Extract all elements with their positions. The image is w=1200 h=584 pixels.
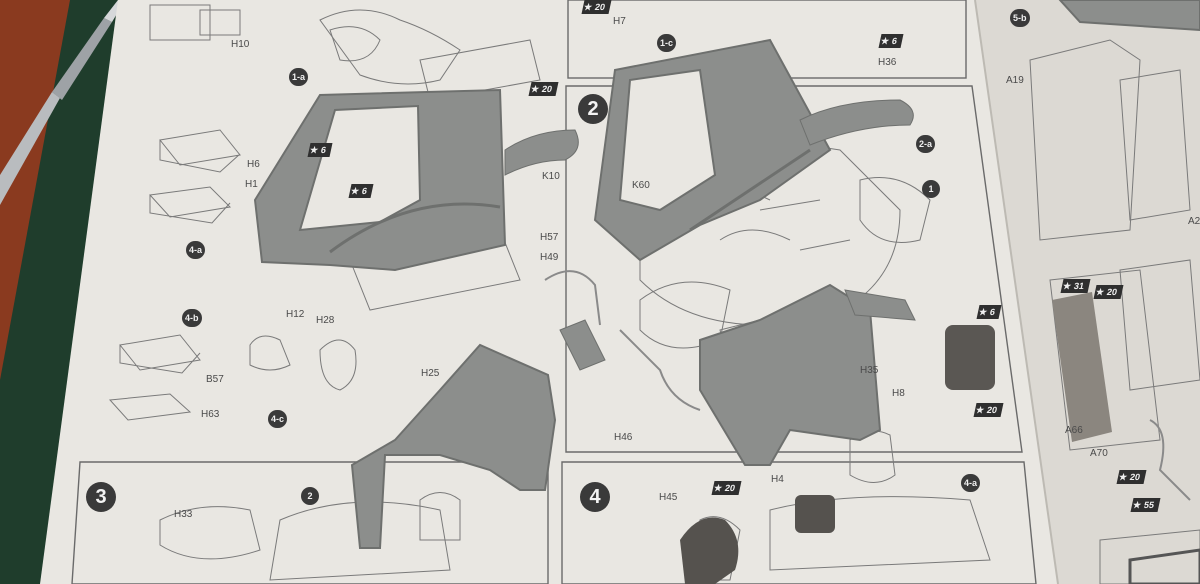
- sub-step-1c: 1-c: [657, 34, 677, 52]
- paint-tag-6-h36: 6: [878, 34, 904, 48]
- plastic-floor-panel: [350, 343, 557, 549]
- sub-step-4a-bottom: 4-a: [961, 474, 981, 492]
- paint-tag-31: 31: [1060, 279, 1091, 293]
- wire-parts: [544, 270, 1191, 501]
- paint-tag-6-door: 6: [307, 143, 333, 157]
- part-label-H7: H7: [613, 16, 626, 27]
- part-label-H6: H6: [247, 159, 260, 170]
- paint-tag-55: 55: [1130, 498, 1161, 512]
- step-number-4: 4: [580, 482, 610, 512]
- cutting-mat: [0, 0, 118, 584]
- part-label-H49: H49: [540, 252, 559, 263]
- part-label-H35: H35: [860, 365, 879, 376]
- part-label-H28: H28: [316, 315, 335, 326]
- sub-step-4c: 4-c: [268, 410, 288, 428]
- plastic-door-right: [593, 38, 832, 262]
- part-label-H57: H57: [540, 232, 559, 243]
- part-label-A19: A19: [1006, 75, 1024, 86]
- part-label-H63: H63: [201, 409, 220, 420]
- part-label-H36: H36: [878, 57, 897, 68]
- part-label-H4: H4: [771, 474, 784, 485]
- step-number-2: 2: [578, 94, 608, 124]
- paint-tag-20-bin: 20: [528, 82, 559, 96]
- sub-step-1a: 1-a: [289, 68, 309, 86]
- sub-step-1: 1: [922, 180, 940, 198]
- plastic-exhaust-part: [799, 99, 914, 146]
- paint-tag-20-right: 20: [1093, 285, 1124, 299]
- plastic-door-left: [253, 88, 507, 272]
- part-label-K10: K10: [542, 171, 560, 182]
- paint-tag-6-h35: 6: [976, 305, 1002, 319]
- sub-step-5b: 5-b: [1010, 9, 1030, 27]
- part-label-H25: H25: [421, 368, 440, 379]
- paint-tag-6-door-lower: 6: [348, 184, 374, 198]
- painted-drawings: [680, 292, 1112, 584]
- part-label-A66: A66: [1065, 425, 1083, 436]
- part-label-H12: H12: [286, 309, 305, 320]
- part-label-H46: H46: [614, 432, 633, 443]
- sub-step-4b: 4-b: [182, 309, 202, 327]
- part-label-A70: A70: [1090, 448, 1108, 459]
- paint-tag-20-h8: 20: [973, 403, 1004, 417]
- part-label-H10: H10: [231, 39, 250, 50]
- paint-tag-20-top: 20: [581, 0, 612, 14]
- part-label-H33: H33: [174, 509, 193, 520]
- plastic-edge-bottom-right: [1128, 548, 1200, 584]
- paint-tag-20-h45: 20: [711, 481, 742, 495]
- plastic-rod: [844, 289, 916, 321]
- part-label-B57: B57: [206, 374, 224, 385]
- paint-tag-20-a70: 20: [1116, 470, 1147, 484]
- plastic-small-bracket: [559, 319, 606, 371]
- plastic-rear-panel: [699, 283, 882, 466]
- part-label-A2: A2: [1188, 216, 1200, 227]
- part-label-K60: K60: [632, 180, 650, 191]
- sub-step-2: 2: [301, 487, 319, 505]
- plastic-part-k10: [504, 129, 579, 176]
- sub-step-2a: 2-a: [916, 135, 936, 153]
- plastic-sprue-top-right: [1058, 0, 1200, 32]
- sub-step-4a-left: 4-a: [186, 241, 206, 259]
- part-label-H45: H45: [659, 492, 678, 503]
- part-label-H8: H8: [892, 388, 905, 399]
- part-label-H1: H1: [245, 179, 258, 190]
- step-number-3: 3: [86, 482, 116, 512]
